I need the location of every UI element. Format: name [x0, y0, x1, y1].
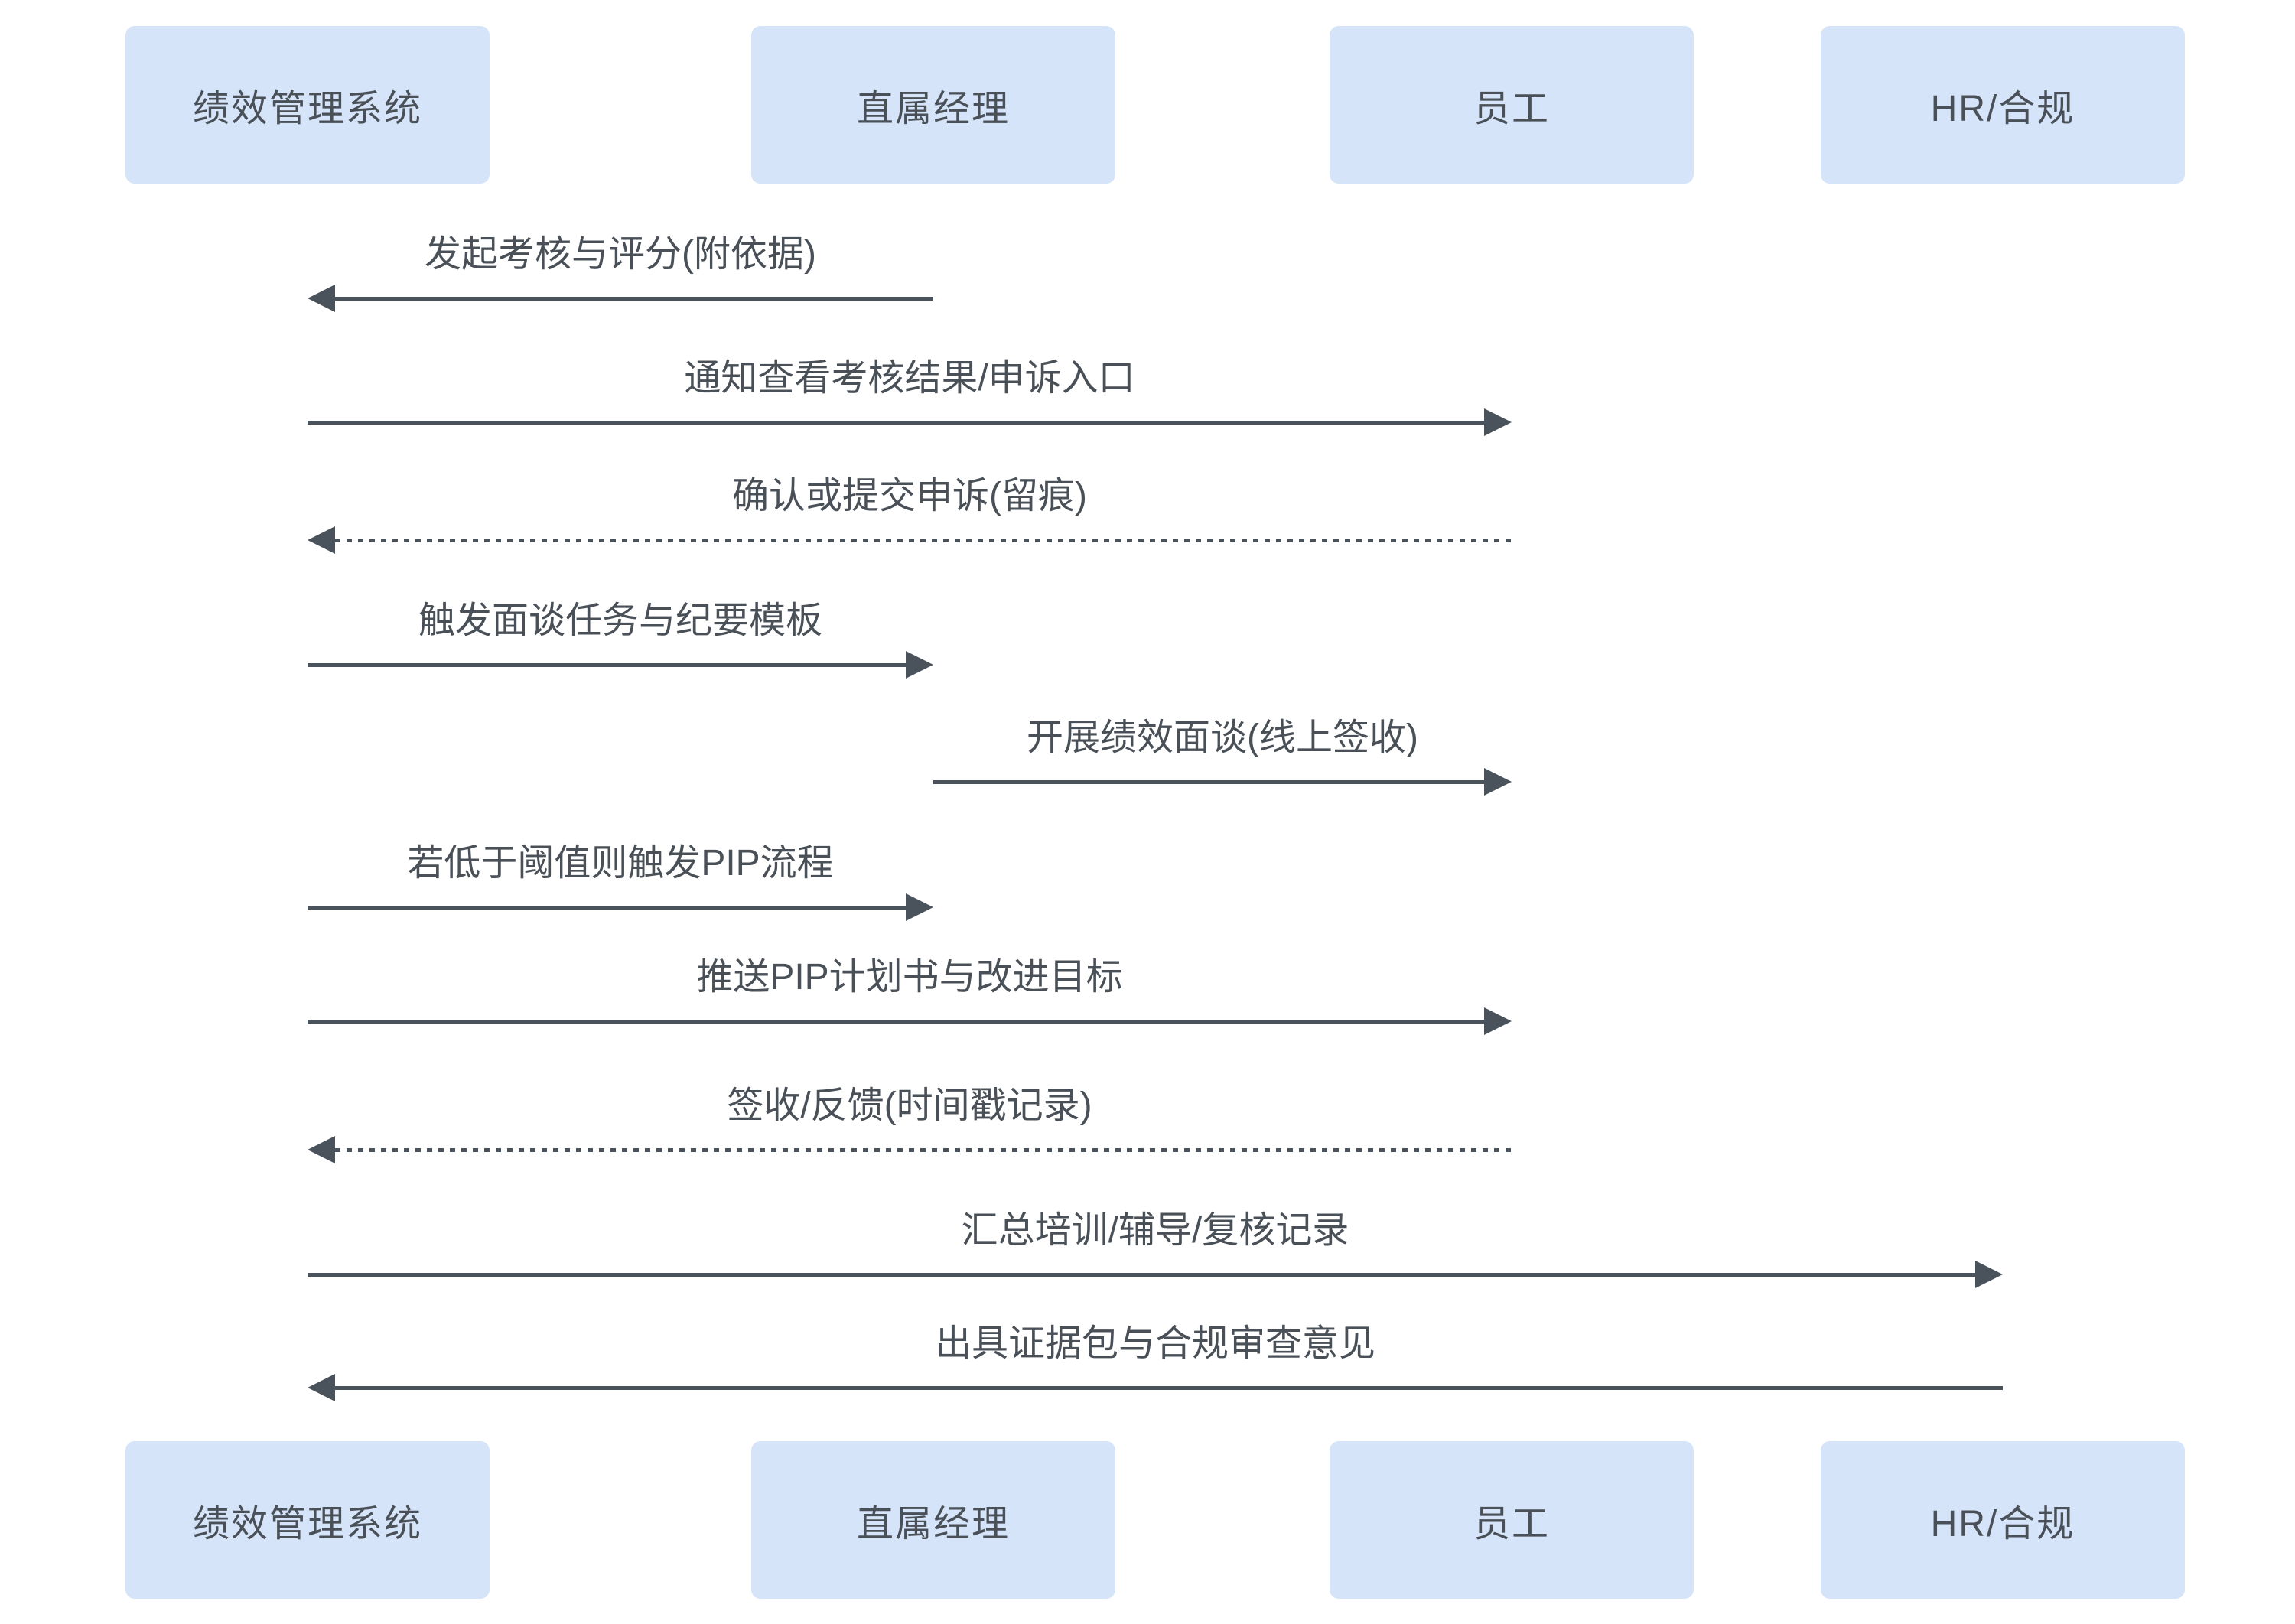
arrowhead-left-icon — [308, 526, 335, 554]
actor-box-employee: 员工 — [1330, 26, 1694, 184]
actor-box-system: 绩效管理系统 — [125, 1441, 490, 1599]
actor-box-manager: 直属经理 — [751, 1441, 1115, 1599]
actor-label-employee: 员工 — [1473, 1504, 1550, 1544]
message-label: 确认或提交申诉(留痕) — [732, 476, 1087, 516]
message-label: 汇总培训/辅导/复核记录 — [961, 1210, 1349, 1251]
actor-label-hr: HR/合规 — [1930, 89, 2075, 129]
message-line — [308, 906, 906, 910]
actor-label-system: 绩效管理系统 — [192, 89, 422, 129]
arrowhead-right-icon — [906, 651, 933, 679]
message-line — [933, 780, 1484, 784]
arrowhead-right-icon — [1484, 768, 1512, 796]
message-line — [335, 297, 933, 301]
message-label: 签收/反馈(时间戳记录) — [727, 1085, 1092, 1126]
arrowhead-right-icon — [1484, 408, 1512, 436]
message-label: 推送PIP计划书与改进目标 — [696, 957, 1123, 998]
message-line — [308, 663, 906, 667]
message-label: 通知查看考核结果/申诉入口 — [684, 358, 1135, 399]
arrowhead-left-icon — [308, 1136, 335, 1163]
message-label: 开展绩效面谈(线上签收) — [1027, 718, 1418, 758]
actor-label-hr: HR/合规 — [1930, 1504, 2075, 1544]
arrowhead-right-icon — [1484, 1007, 1512, 1035]
arrowhead-left-icon — [308, 285, 335, 312]
actor-box-employee: 员工 — [1330, 1441, 1694, 1599]
message-label: 若低于阈值则触发PIP流程 — [407, 843, 834, 884]
message-label: 出具证据包与合规审查意见 — [934, 1323, 1375, 1364]
message-label: 发起考核与评分(附依据) — [425, 234, 816, 275]
message-line — [335, 539, 1512, 542]
message-line — [335, 1148, 1512, 1152]
actor-label-system: 绩效管理系统 — [192, 1504, 422, 1544]
message-line — [308, 1273, 1975, 1277]
arrowhead-right-icon — [906, 893, 933, 921]
actor-box-hr: HR/合规 — [1821, 1441, 2185, 1599]
actor-box-hr: HR/合规 — [1821, 26, 2185, 184]
arrowhead-right-icon — [1975, 1261, 2003, 1288]
actor-label-manager: 直属经理 — [856, 1504, 1010, 1544]
actor-label-employee: 员工 — [1473, 89, 1550, 129]
message-line — [308, 421, 1484, 425]
actor-box-manager: 直属经理 — [751, 26, 1115, 184]
actor-label-manager: 直属经理 — [856, 89, 1010, 129]
actor-box-system: 绩效管理系统 — [125, 26, 490, 184]
message-line — [335, 1386, 2003, 1390]
message-line — [308, 1020, 1484, 1024]
message-label: 触发面谈任务与纪要模板 — [418, 600, 822, 641]
arrowhead-left-icon — [308, 1374, 335, 1401]
